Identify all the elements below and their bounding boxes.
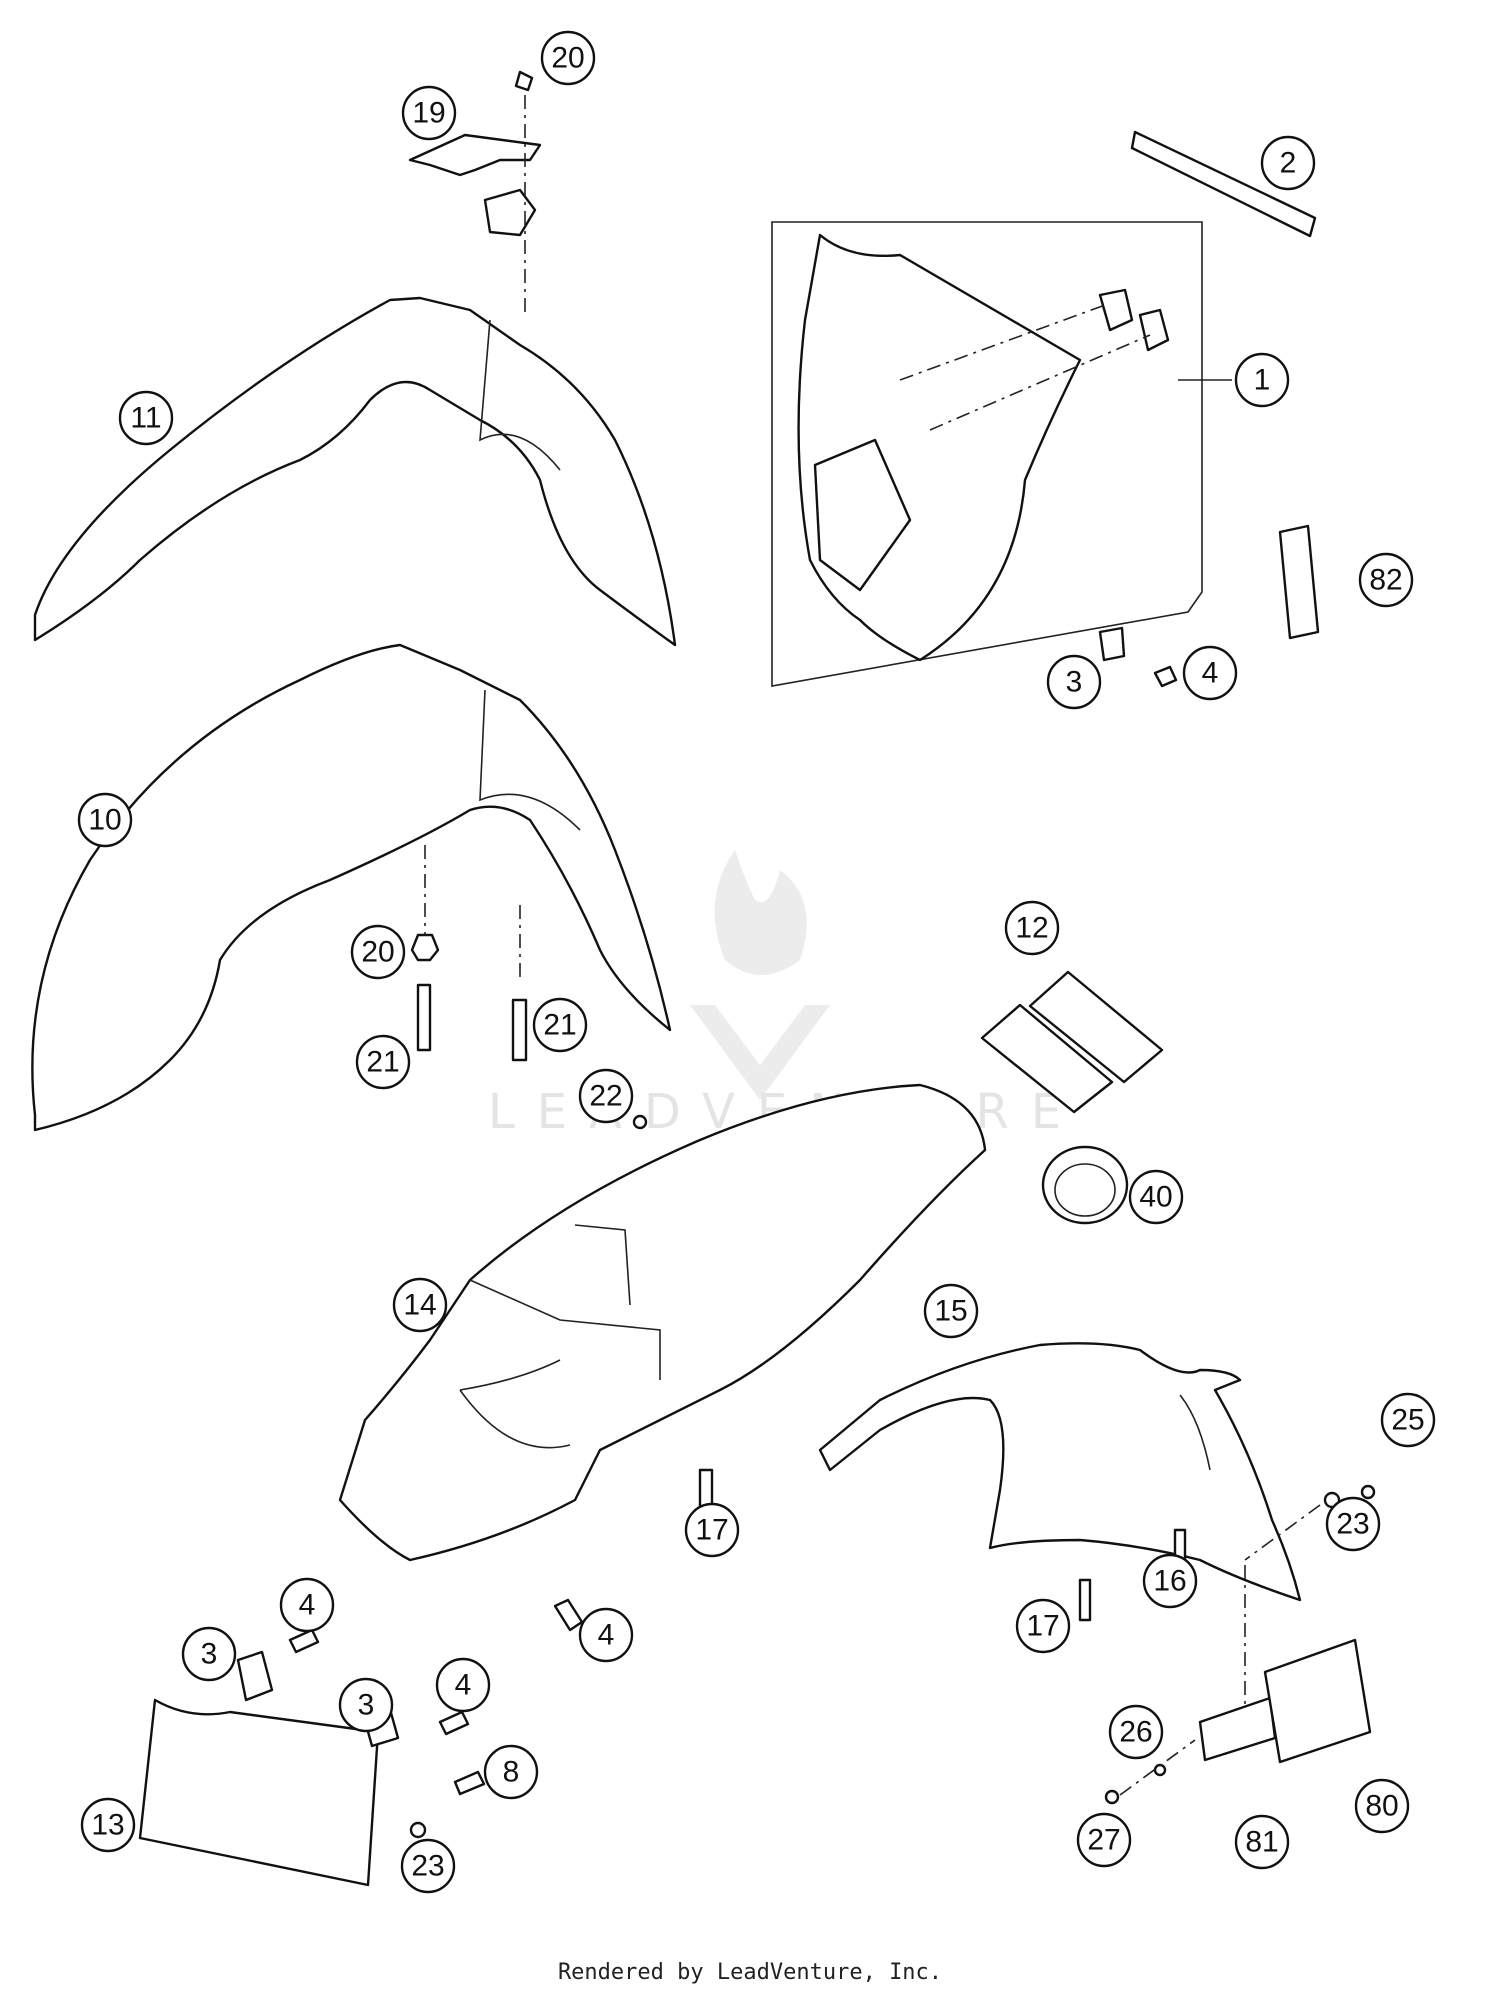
- svg-text:4: 4: [598, 1619, 615, 1652]
- svg-text:3: 3: [1066, 666, 1083, 699]
- svg-text:81: 81: [1245, 1826, 1278, 1859]
- headlight-kit-frame: [771, 221, 1203, 687]
- part-reflector: [1278, 524, 1320, 640]
- svg-text:4: 4: [1202, 657, 1219, 690]
- svg-text:27: 27: [1087, 1824, 1120, 1857]
- part-small-nut: [632, 1114, 648, 1130]
- svg-text:23: 23: [411, 1850, 444, 1883]
- callout-25: 25: [1380, 1392, 1436, 1448]
- svg-text:3: 3: [201, 1638, 218, 1671]
- svg-text:8: 8: [503, 1756, 520, 1789]
- callout-15: 15: [923, 1283, 979, 1339]
- part-strip: [1130, 130, 1317, 238]
- callout-23: 23: [400, 1838, 456, 1894]
- svg-text:17: 17: [1026, 1610, 1059, 1643]
- svg-text:23: 23: [1336, 1508, 1369, 1541]
- svg-text:20: 20: [551, 42, 584, 75]
- callout-14: 14: [392, 1277, 448, 1333]
- flame-logo-icon: [714, 850, 807, 975]
- svg-text:16: 16: [1153, 1565, 1186, 1598]
- callout-80: 80: [1354, 1778, 1410, 1834]
- svg-text:1: 1: [1254, 364, 1271, 397]
- part-grommet: [1041, 1145, 1129, 1225]
- part-rear-fender: [818, 1342, 1302, 1602]
- svg-text:20: 20: [361, 936, 394, 969]
- part-adhesive-pad: [980, 1003, 1114, 1114]
- svg-text:14: 14: [403, 1289, 436, 1322]
- callout-17: 17: [1015, 1598, 1071, 1654]
- svg-text:22: 22: [589, 1080, 622, 1113]
- callout-21: 21: [532, 997, 588, 1053]
- v-logo-icon: [690, 1005, 830, 1100]
- part-front-fender-variant: [31, 643, 672, 1132]
- part-plate-bracket: [1198, 1696, 1277, 1762]
- callout-16: 16: [1142, 1553, 1198, 1609]
- svg-text:80: 80: [1365, 1790, 1398, 1823]
- callout-20: 20: [540, 30, 596, 86]
- callout-13: 13: [80, 1797, 136, 1853]
- callout-3: 3: [181, 1626, 237, 1682]
- callout-3: 3: [1046, 654, 1102, 710]
- svg-text:26: 26: [1119, 1716, 1152, 1749]
- callout-40: 40: [1128, 1169, 1184, 1225]
- part-clip: [1098, 626, 1126, 662]
- callout-11: 11: [118, 390, 174, 446]
- svg-text:21: 21: [366, 1046, 399, 1079]
- callout-10: 10: [77, 792, 133, 848]
- svg-text:19: 19: [412, 97, 445, 130]
- callout-81: 81: [1234, 1814, 1290, 1870]
- callout-4: 4: [1182, 645, 1238, 701]
- callout-17: 17: [684, 1502, 740, 1558]
- callout-12: 12: [1004, 900, 1060, 956]
- callout-4: 4: [279, 1577, 335, 1633]
- part-number-plate: [138, 1698, 380, 1887]
- svg-text:17: 17: [695, 1514, 728, 1547]
- part-adhesive-pad: [1028, 970, 1164, 1084]
- callout-26: 26: [1108, 1704, 1164, 1760]
- svg-text:10: 10: [88, 804, 121, 837]
- part-fender-hardware: [410, 845, 528, 1062]
- part-headlight-mask: [797, 233, 1082, 662]
- svg-text:21: 21: [543, 1009, 576, 1042]
- callout-22: 22: [578, 1068, 634, 1124]
- svg-text:82: 82: [1369, 564, 1402, 597]
- part-nut: [1104, 1789, 1120, 1805]
- callout-21: 21: [355, 1034, 411, 1090]
- render-credit: Rendered by LeadVenture, Inc.: [557, 1960, 943, 1985]
- callout-1: 1: [1234, 352, 1290, 408]
- svg-text:3: 3: [358, 1689, 375, 1722]
- svg-text:2: 2: [1280, 147, 1297, 180]
- callout-4: 4: [435, 1657, 491, 1713]
- svg-text:12: 12: [1015, 912, 1048, 945]
- callout-2: 2: [1260, 135, 1316, 191]
- part-fork-bracket: [408, 70, 542, 315]
- callout-23: 23: [1325, 1496, 1381, 1552]
- svg-text:25: 25: [1391, 1404, 1424, 1437]
- part-reflector-plate: [1263, 1638, 1372, 1764]
- callout-8: 8: [483, 1744, 539, 1800]
- part-front-fender: [33, 296, 677, 647]
- callout-4: 4: [578, 1607, 634, 1663]
- part-screw: [1153, 665, 1178, 688]
- callout-3: 3: [338, 1677, 394, 1733]
- svg-text:11: 11: [130, 402, 161, 435]
- svg-text:13: 13: [91, 1809, 124, 1842]
- callout-82: 82: [1358, 552, 1414, 608]
- part-rear-tail-section: [338, 1083, 987, 1562]
- svg-text:40: 40: [1139, 1181, 1172, 1214]
- svg-text:4: 4: [455, 1669, 472, 1702]
- svg-text:4: 4: [299, 1589, 316, 1622]
- callout-20: 20: [350, 924, 406, 980]
- callout-19: 19: [401, 85, 457, 141]
- svg-text:15: 15: [934, 1295, 967, 1328]
- callout-27: 27: [1076, 1812, 1132, 1868]
